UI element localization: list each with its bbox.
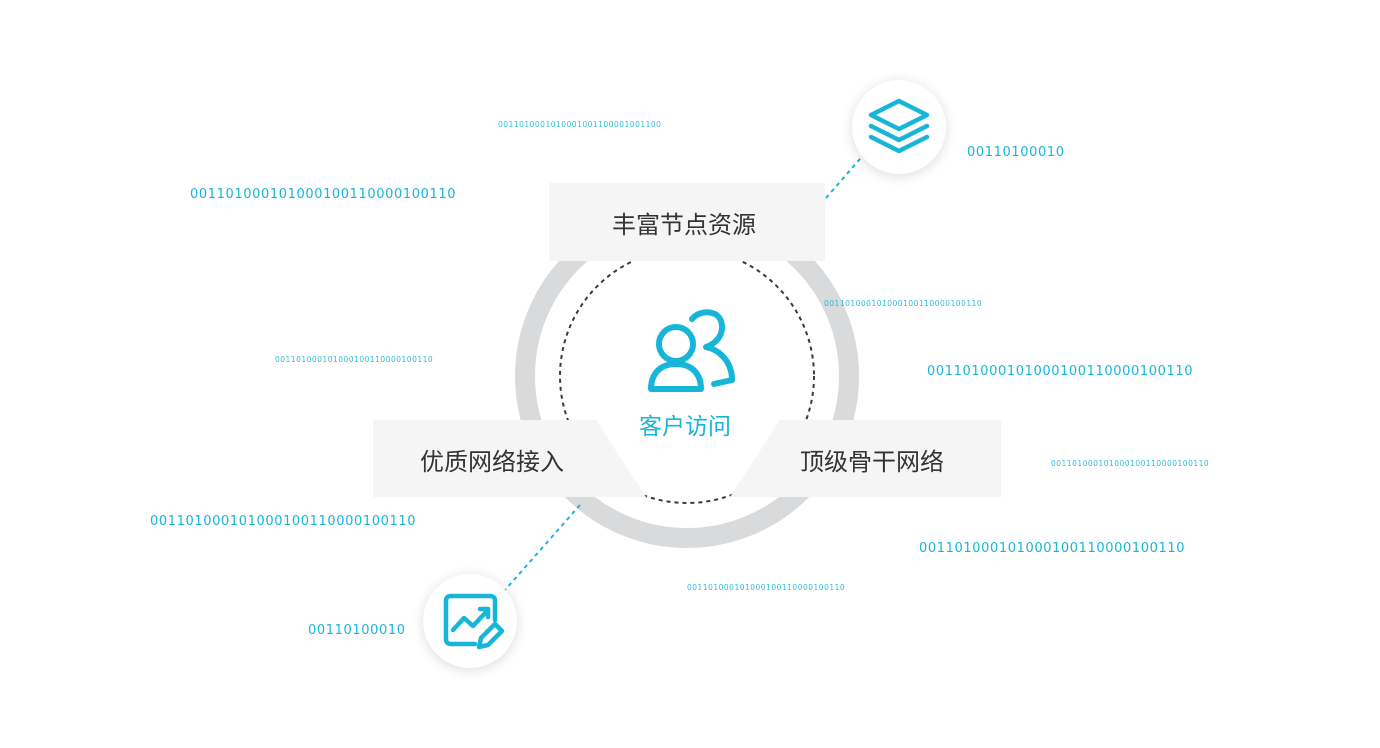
binary-text: 00110100010100010011000010011​0	[190, 187, 457, 202]
binary-text: 00110100010	[308, 623, 406, 638]
node-label-backbone: 顶级骨干网络	[800, 448, 944, 476]
binary-text: 00110100010	[967, 145, 1065, 160]
panel-top	[549, 183, 825, 261]
center-label: 客户访问	[639, 414, 731, 440]
users-icon	[648, 309, 735, 392]
connector-bottom-left	[504, 504, 581, 591]
binary-text: 001101000101000100110000100110	[824, 299, 983, 308]
binary-text: 001101000101000100110000100110	[1051, 459, 1210, 468]
binary-text: 0011010001010001001100001001100	[498, 120, 662, 129]
chart-edit-icon	[443, 593, 505, 650]
binary-text: 001101000101000100110000100110	[275, 355, 434, 364]
panel-right	[730, 420, 1001, 497]
connector-top-right	[825, 151, 867, 199]
binary-text: 001101000101000100110000100110	[927, 364, 1194, 379]
binary-text: 001101000101000100110000100110	[919, 541, 1186, 556]
binary-text: 001101000101000100110000100110	[687, 583, 846, 592]
layers-icon	[868, 98, 930, 154]
node-label-resources: 丰富节点资源	[612, 211, 756, 239]
panel-left	[373, 420, 646, 497]
badge-chart-edit	[423, 574, 517, 668]
binary-text: 001101000101000100110000100110	[150, 514, 417, 529]
node-label-network-access: 优质网络接入	[420, 448, 564, 476]
badge-layers	[852, 80, 946, 174]
inner-dashed-circle	[559, 248, 815, 504]
